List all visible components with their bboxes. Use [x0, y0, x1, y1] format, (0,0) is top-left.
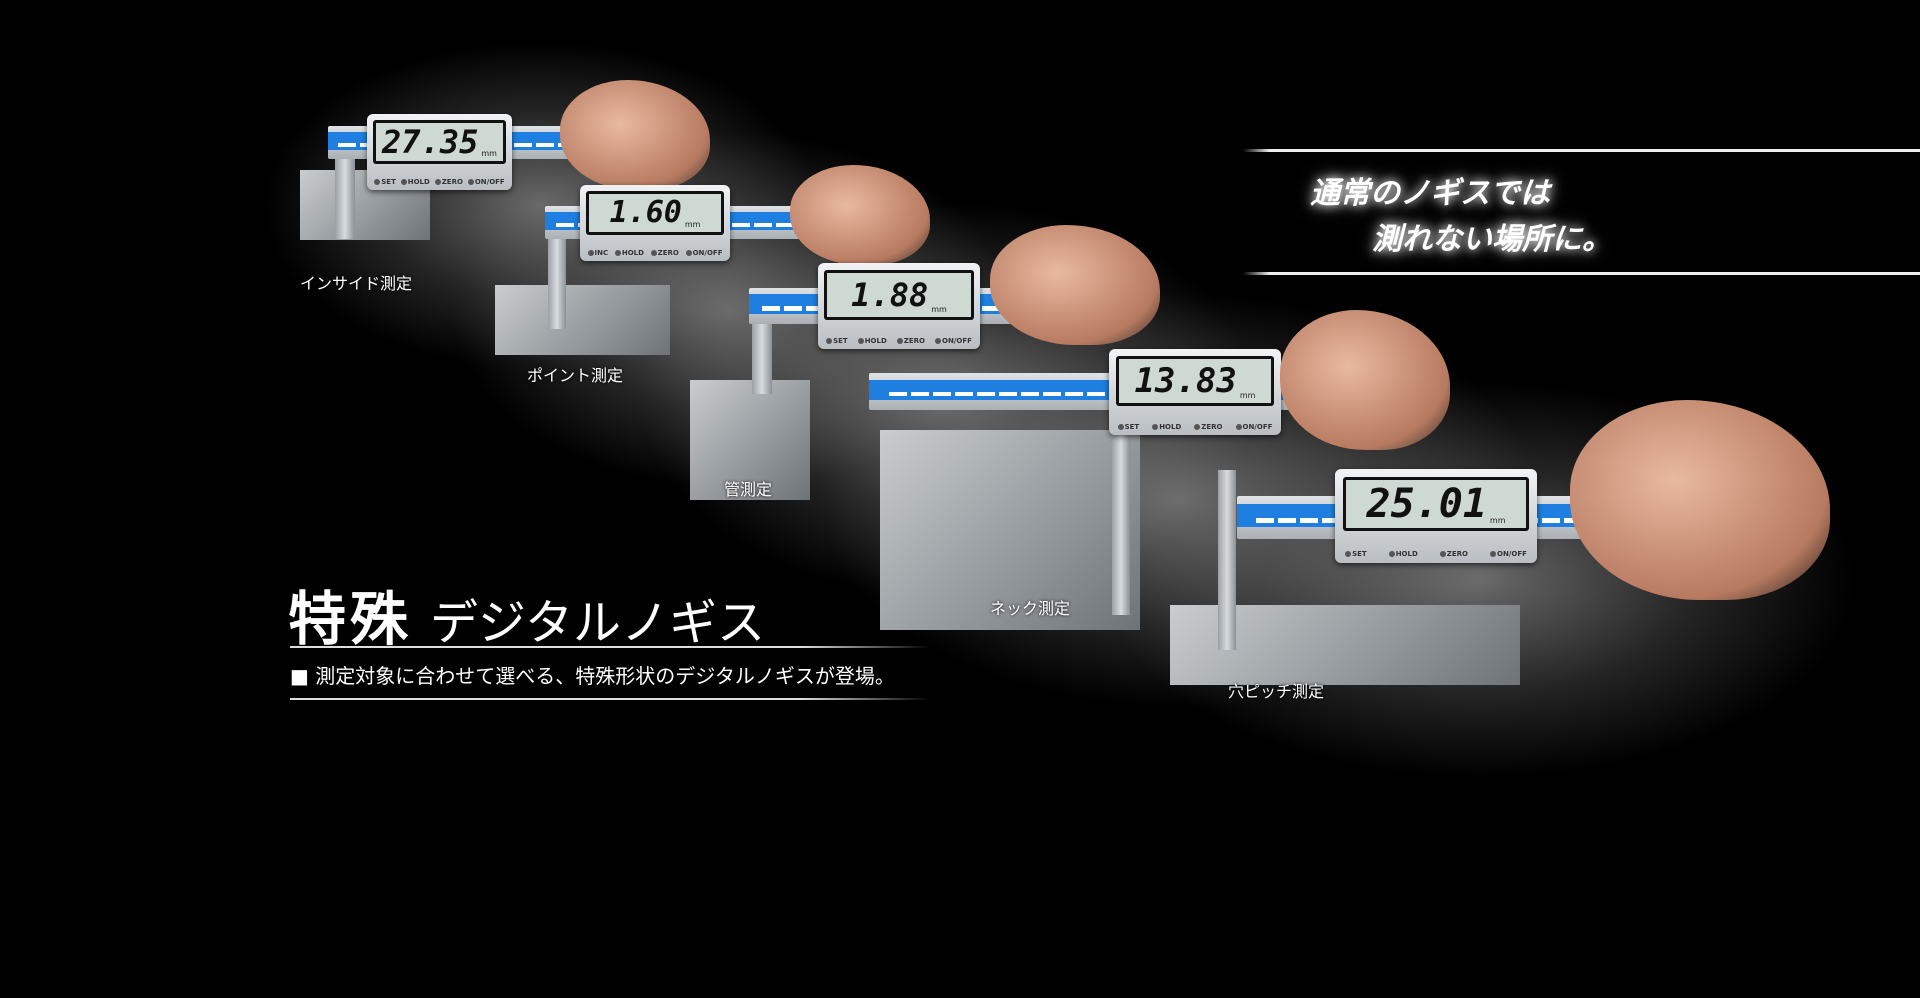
caliper-buttons: SET HOLD ZERO ON/OFF: [1345, 550, 1527, 558]
title-sub: デジタルノギス: [430, 595, 766, 651]
divider: [290, 646, 930, 648]
workpiece: [690, 380, 810, 500]
caliper-button: HOLD: [858, 337, 887, 345]
caliper-button: ON/OFF: [1490, 550, 1527, 558]
measurement-label: ネック測定: [990, 599, 1071, 618]
tagline-rule-bottom: [1243, 272, 1920, 275]
caliper-button: ON/OFF: [686, 249, 723, 257]
lcd-unit: mm: [684, 220, 701, 230]
caliper-button: ZERO: [1440, 550, 1468, 558]
lcd-unit: mm: [481, 149, 497, 159]
caliper-button: SET: [1118, 423, 1140, 431]
lcd-reading: 25.01: [1366, 480, 1487, 527]
workpiece: [495, 285, 670, 355]
caliper-buttons: SET HOLD ZERO ON/OFF: [1118, 423, 1273, 431]
caliper-button: SET: [1345, 550, 1367, 558]
caliper-button: HOLD: [1152, 423, 1181, 431]
description: ■ 測定対象に合わせて選べる、特殊形状のデジタルノギスが登場。: [290, 664, 895, 688]
caliper-jaw: [335, 159, 355, 239]
caliper-button: SET: [826, 337, 848, 345]
measurement-label: インサイド測定: [300, 274, 413, 293]
caliper-jaw: [1112, 435, 1130, 615]
caliper-button: HOLD: [615, 249, 644, 257]
lcd-unit: mm: [1239, 390, 1256, 400]
measurement-label: ポイント測定: [527, 366, 624, 385]
measurement-label: 穴ピッチ測定: [1228, 682, 1325, 701]
caliper-button: ZERO: [1194, 423, 1222, 431]
lcd-reading: 1.60: [609, 195, 682, 231]
lcd-reading: 27.35: [382, 123, 479, 162]
lcd-unit: mm: [1489, 516, 1506, 526]
caliper-button: ZERO: [651, 249, 679, 257]
caliper-button: HOLD: [1389, 550, 1418, 558]
caliper-button: ZERO: [897, 337, 925, 345]
tagline-rule-top: [1243, 149, 1920, 152]
title-main: 特殊: [288, 585, 413, 653]
caliper-jaw: [548, 239, 566, 329]
tagline-line2: 測れない場所に。: [1372, 222, 1612, 257]
hand: [790, 165, 930, 265]
caliper-button: HOLD: [401, 178, 430, 186]
tagline-line1: 通常のノギスでは: [1310, 176, 1550, 211]
caliper-button: ON/OFF: [1236, 423, 1273, 431]
caliper-buttons: INC HOLD ZERO ON/OFF: [588, 249, 723, 257]
hand: [1280, 310, 1450, 450]
page-title: 特殊デジタルノギス: [288, 572, 765, 656]
lcd-reading: 1.88: [851, 275, 929, 314]
hand: [1570, 400, 1830, 600]
lcd-reading: 13.83: [1134, 360, 1237, 401]
caliper-button: SET: [374, 178, 396, 186]
caliper-buttons: SET HOLD ZERO ON/OFF: [374, 178, 505, 186]
caliper-button: INC: [588, 249, 609, 257]
caliper-button: ON/OFF: [935, 337, 972, 345]
caliper-button: ZERO: [435, 178, 463, 186]
divider: [290, 698, 930, 700]
hand: [560, 80, 710, 190]
hand: [990, 225, 1160, 345]
caliper-jaw: [752, 324, 772, 394]
caliper-buttons: SET HOLD ZERO ON/OFF: [826, 337, 972, 345]
lcd-unit: mm: [931, 304, 947, 314]
caliper-jaw: [1218, 470, 1236, 650]
workpiece: [880, 430, 1140, 630]
caliper-button: ON/OFF: [468, 178, 505, 186]
measurement-label: 管測定: [724, 480, 773, 499]
